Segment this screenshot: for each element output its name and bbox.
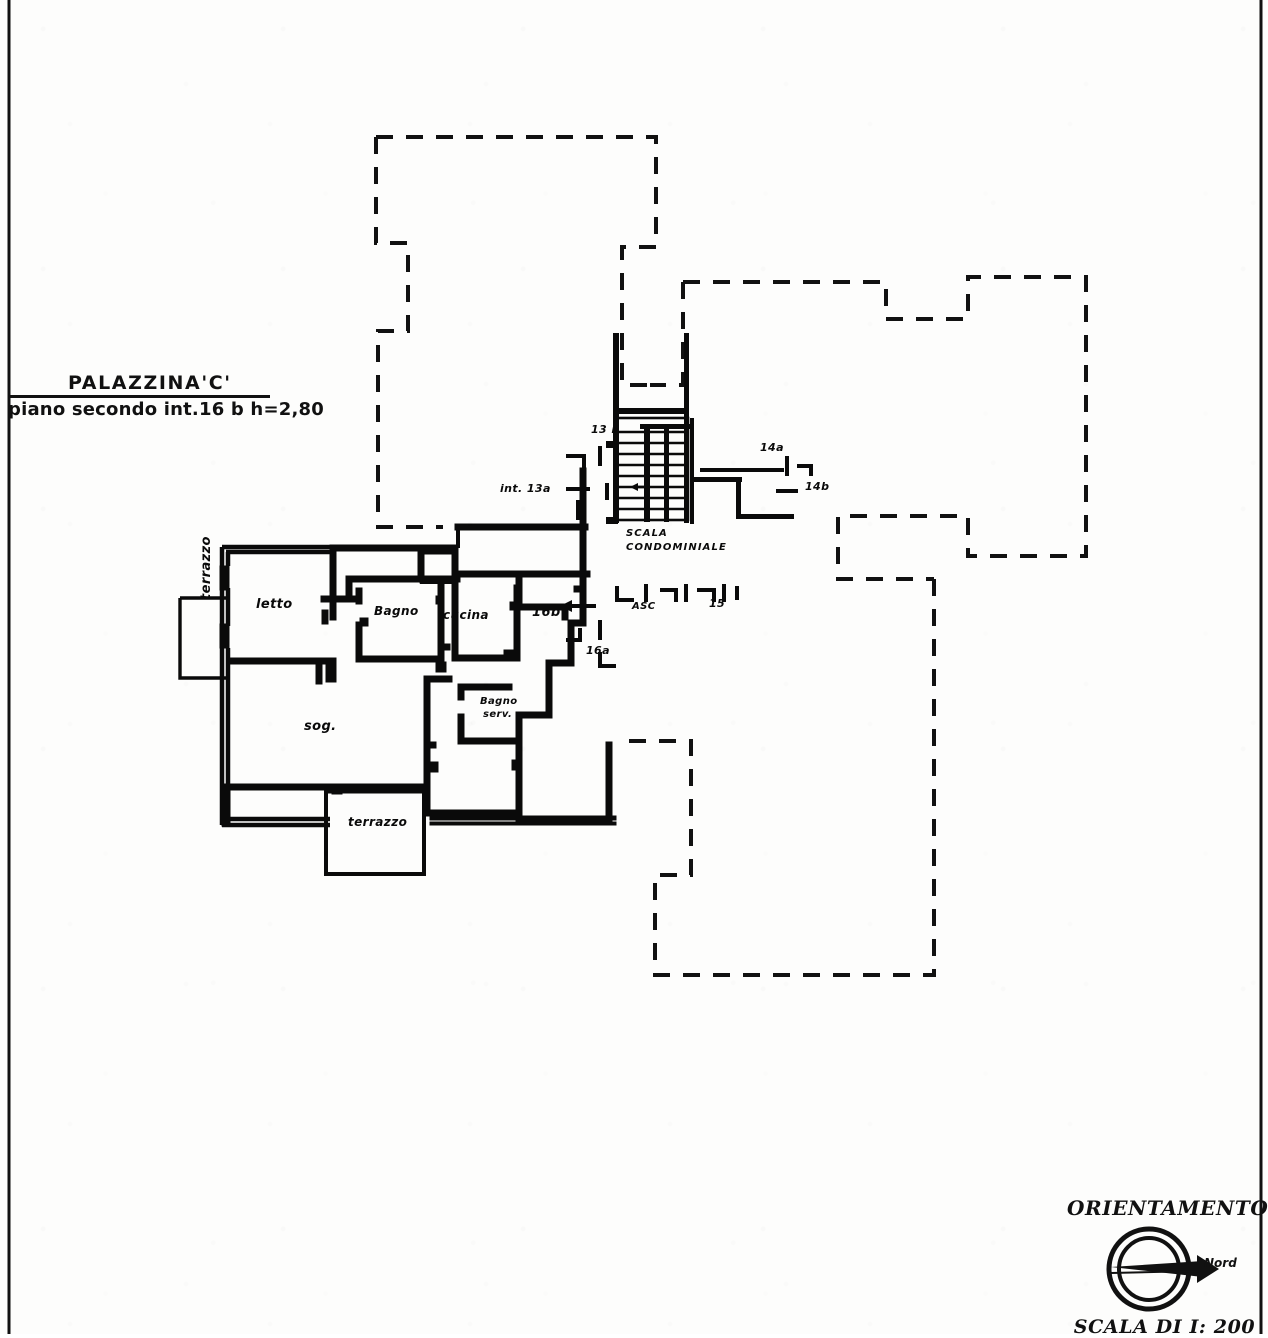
west-terrace-outline [178, 596, 226, 680]
compass-dial: Nord [1067, 1226, 1262, 1312]
room-label-soggiorno: sog. [304, 719, 337, 734]
drawing-scale: SCALA DI I: 200 [1073, 1316, 1256, 1338]
room-label-bagno-servizio-line2: serv. [483, 709, 513, 720]
building-name: PALAZZINA'C' [68, 372, 232, 394]
unit-marker-14b: 14b [805, 480, 830, 493]
orientation-heading: ORIENTAMENTO [1067, 1196, 1268, 1220]
north-label: Nord [1204, 1256, 1237, 1270]
room-label-terrazzo-ovest: terrazzo [199, 536, 214, 600]
room-label-bagno-servizio-line1: Bagno [480, 696, 518, 707]
unit-marker-16b: 16b [532, 605, 561, 620]
room-label-letto: letto [256, 597, 293, 612]
unit-marker-13b: 13 b [591, 423, 620, 436]
unit-marker-16a: 16a [586, 644, 610, 657]
title-underline [8, 395, 270, 398]
unit-marker-15: 15 [709, 597, 726, 610]
title-block: PALAZZINA'C' piano secondo int.16 b h=2,… [8, 372, 324, 420]
unit-marker-14a: 14a [760, 441, 784, 454]
north-arrow-icon [1106, 1226, 1219, 1312]
label-scala-condominiale-line1: SCALA [626, 528, 668, 539]
label-scala-condominiale-line2: CONDOMINIALE [626, 542, 727, 553]
adjacent-units-dashed-outline [374, 135, 1088, 977]
unit-marker-int-13a: int. 13a [500, 482, 551, 495]
orientation-block: ORIENTAMENTO Nord SCALA DI I: 200 [1067, 1196, 1268, 1338]
unit-door-symbols [560, 446, 813, 668]
unit-marker-asc: ASC [632, 601, 656, 612]
room-label-cucina: cucina [443, 608, 489, 622]
apartment-walls [178, 467, 617, 876]
floor-and-unit: piano secondo int.16 b h=2,80 [8, 399, 324, 420]
condominium-staircase [606, 333, 794, 524]
sheet-border [7, 0, 1263, 1334]
room-label-terrazzo-sud: terrazzo [348, 815, 408, 829]
room-label-bagno: Bagno [374, 604, 419, 618]
